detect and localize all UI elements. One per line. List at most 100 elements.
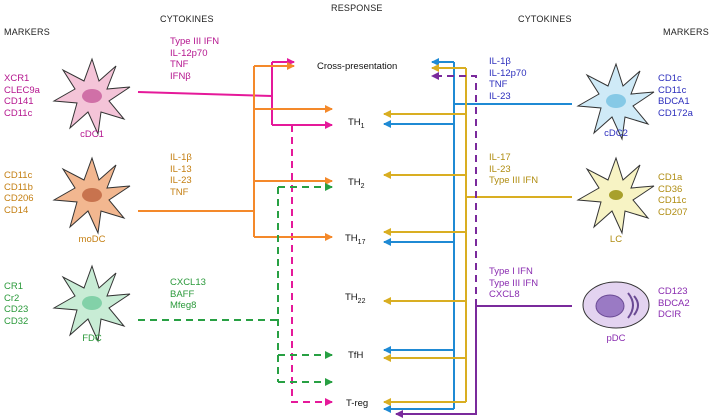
fdc-cytokine: CXCL13 — [170, 277, 206, 288]
cdc1-cell-label: cDC1 — [80, 129, 104, 140]
cdc1-markers-list: XCR1 CLEC9a CD141 CD11c — [4, 73, 40, 119]
response-treg: T-reg — [346, 398, 369, 409]
pdc-marker: CD123 — [658, 286, 688, 297]
fdc-markers-list: CR1 Cr2 CD23 CD32 — [4, 281, 28, 327]
th22-base: TH — [345, 292, 358, 303]
cdc1-marker: CLEC9a — [4, 84, 40, 96]
pdc-cytokine: Type III IFN — [489, 277, 539, 289]
lc-marker: CD207 — [658, 206, 688, 218]
response-th17: TH17 — [345, 233, 365, 246]
cdc1-marker: CD11c — [4, 107, 33, 119]
cdc2-cell-icon — [576, 62, 655, 141]
pdc-cytokine: Type I IFN — [489, 266, 533, 277]
cdc2-marker: CD1c — [658, 73, 682, 84]
cdc1-trunk — [137, 91, 273, 97]
pdc-connections — [395, 72, 572, 418]
cdc1-cytokine: Type III IFN — [170, 36, 220, 47]
cdc2-markers-list: CD1c CD11c BDCA1 CD172a — [658, 73, 693, 119]
cdc1-to-treg-dashed-arrow — [291, 125, 333, 406]
modc-marker: CD11c — [4, 170, 33, 181]
cytokines-right-header: CYTOKINES — [518, 14, 572, 24]
modc-cell-label: moDC — [78, 234, 106, 245]
lc-cytokine: Type III IFN — [489, 175, 539, 186]
cdc2-cytokine: IL-1β — [489, 56, 511, 67]
th1-base: TH — [348, 117, 361, 128]
pdc-to-treg-arrow — [395, 306, 477, 418]
lc-markers-list: CD1a CD36 CD11c CD207 — [658, 172, 688, 218]
lc-connections — [383, 64, 572, 406]
fdc-cell-icon — [52, 264, 131, 343]
cdc2-marker: BDCA1 — [658, 96, 690, 107]
lc-cytokine: IL-23 — [489, 163, 511, 175]
fdc-cytokine: BAFF — [170, 288, 195, 300]
fdc-marker: CD32 — [4, 315, 29, 327]
th17-subscript: 17 — [357, 238, 366, 246]
cdc2-cytokine: IL-12p70 — [489, 67, 527, 79]
modc-cytokines-list: IL-1β IL-13 IL-23 TNF — [170, 152, 192, 198]
cdc2-cell-label: cDC2 — [604, 128, 628, 139]
response-tfh: TfH — [348, 350, 364, 361]
th17-base: TH — [345, 233, 358, 244]
modc-markers-list: CD11c CD11b CD206 CD14 — [4, 170, 34, 216]
cytokines-left-header: CYTOKINES — [160, 14, 214, 24]
modc-marker: CD14 — [4, 204, 29, 216]
lc-cell-label: LC — [609, 234, 623, 245]
th2-subscript: 2 — [360, 182, 365, 190]
fdc-marker: CR1 — [4, 281, 24, 292]
lc-marker: CD36 — [658, 183, 683, 195]
fdc-connections — [138, 183, 333, 386]
fdc-marker: CD23 — [4, 304, 29, 315]
markers-left-header: MARKERS — [4, 27, 50, 37]
fdc-marker: Cr2 — [4, 292, 20, 304]
pdc-marker: DCIR — [658, 309, 682, 320]
cdc2-marker: CD11c — [658, 84, 687, 96]
cdc2-cytokine: TNF — [489, 79, 508, 90]
modc-cytokine: IL-13 — [170, 163, 192, 175]
markers-right-header: MARKERS — [663, 27, 709, 37]
pdc-markers-list: CD123 BDCA2 DCIR — [658, 286, 690, 321]
pdc-marker: BDCA2 — [658, 297, 690, 309]
lc-cytokine: IL-17 — [489, 152, 511, 163]
modc-marker: CD206 — [4, 193, 34, 204]
cdc2-connections — [383, 58, 572, 413]
cdc1-cytokine: IL-12p70 — [170, 47, 208, 59]
cdc1-cytokines-list: Type III IFN IL-12p70 TNF IFNβ — [170, 36, 219, 82]
cdc1-marker: CD141 — [4, 96, 34, 107]
fdc-cytokine: Mfeg8 — [170, 300, 197, 311]
cdc1-cytokine: IFNβ — [170, 70, 191, 82]
response-header: RESPONSE — [331, 3, 383, 13]
pdc-cell-label: pDC — [606, 333, 626, 344]
cdc2-cytokine: IL-23 — [489, 90, 511, 102]
th2-base: TH — [348, 177, 361, 188]
lc-cell-icon — [576, 156, 655, 235]
response-cross-presentation: Cross-presentation — [317, 61, 398, 72]
modc-cytokine: TNF — [170, 186, 189, 198]
cdc1-cell-icon — [52, 57, 131, 136]
lc-marker: CD1a — [658, 172, 683, 183]
response-th2: TH2 — [348, 177, 365, 190]
fdc-cell-label: FDC — [82, 333, 102, 344]
cdc1-connections — [137, 58, 333, 406]
lc-cytokines-list: IL-17 IL-23 Type III IFN — [489, 152, 538, 187]
response-th22: TH22 — [345, 292, 365, 305]
cdc2-marker: CD172a — [658, 107, 693, 119]
cdc1-cytokine: TNF — [170, 59, 189, 70]
pdc-to-cross-presentation-dashed-arrow — [431, 72, 477, 306]
modc-cytokine: IL-23 — [170, 175, 192, 186]
modc-marker: CD11b — [4, 181, 33, 193]
lc-marker: CD11c — [658, 195, 687, 206]
th1-subscript: 1 — [360, 122, 365, 130]
pdc-cell-icon — [582, 281, 650, 329]
pdc-cytokine: CXCL8 — [489, 289, 520, 300]
modc-cell-icon — [52, 156, 131, 235]
modc-cytokine: IL-1β — [170, 152, 192, 163]
modc-connections — [138, 62, 333, 241]
fdc-cytokines-list: CXCL13 BAFF Mfeg8 — [170, 277, 206, 312]
cdc1-marker: XCR1 — [4, 73, 30, 84]
cdc2-cytokines-list: IL-1β IL-12p70 TNF IL-23 — [489, 56, 527, 102]
pdc-cytokines-list: Type I IFN Type III IFN CXCL8 — [489, 266, 538, 301]
th22-subscript: 22 — [357, 297, 366, 305]
response-th1: TH1 — [348, 117, 365, 130]
